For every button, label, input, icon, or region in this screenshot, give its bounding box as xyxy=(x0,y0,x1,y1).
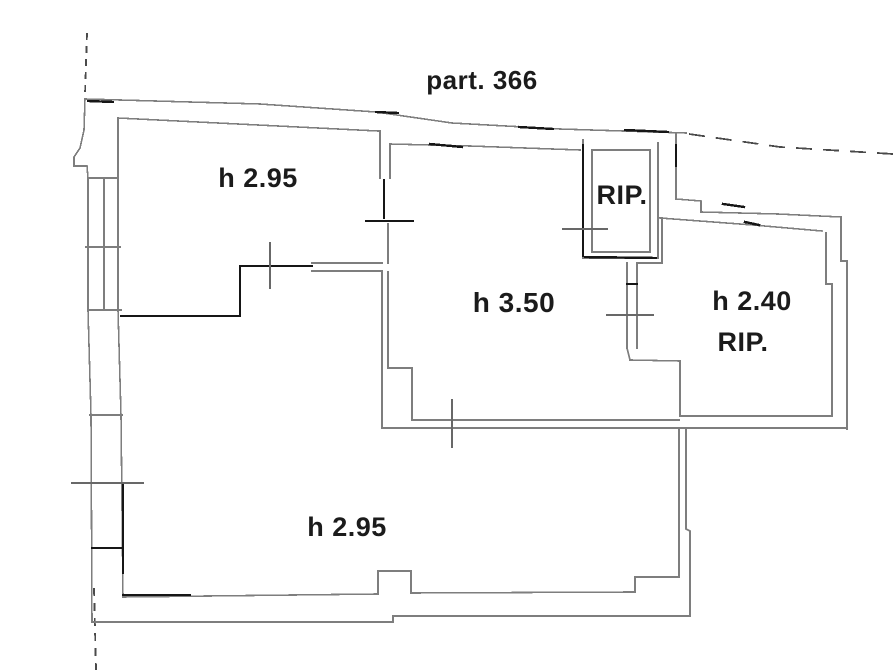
parcel-boundary-dash-top-right xyxy=(688,133,893,155)
interior-walls xyxy=(85,117,848,617)
room-top-left-height-label: h 2.95 xyxy=(218,163,298,193)
storage-top-label: RIP. xyxy=(596,180,647,210)
door-window-marks xyxy=(71,228,654,484)
parcel-label: part. 366 xyxy=(426,65,537,95)
dark-wall-segments xyxy=(86,99,761,597)
exterior-walls xyxy=(73,98,848,623)
room-bottom-height-label: h 2.95 xyxy=(307,512,387,542)
parcel-boundary-dash-top-left xyxy=(84,32,88,96)
storage-right-name-label: RIP. xyxy=(717,327,768,357)
room-center-height-label: h 3.50 xyxy=(473,287,555,318)
storage-right-height-label: h 2.40 xyxy=(712,286,792,316)
parcel-boundary-dash-bottom-left xyxy=(93,587,97,670)
